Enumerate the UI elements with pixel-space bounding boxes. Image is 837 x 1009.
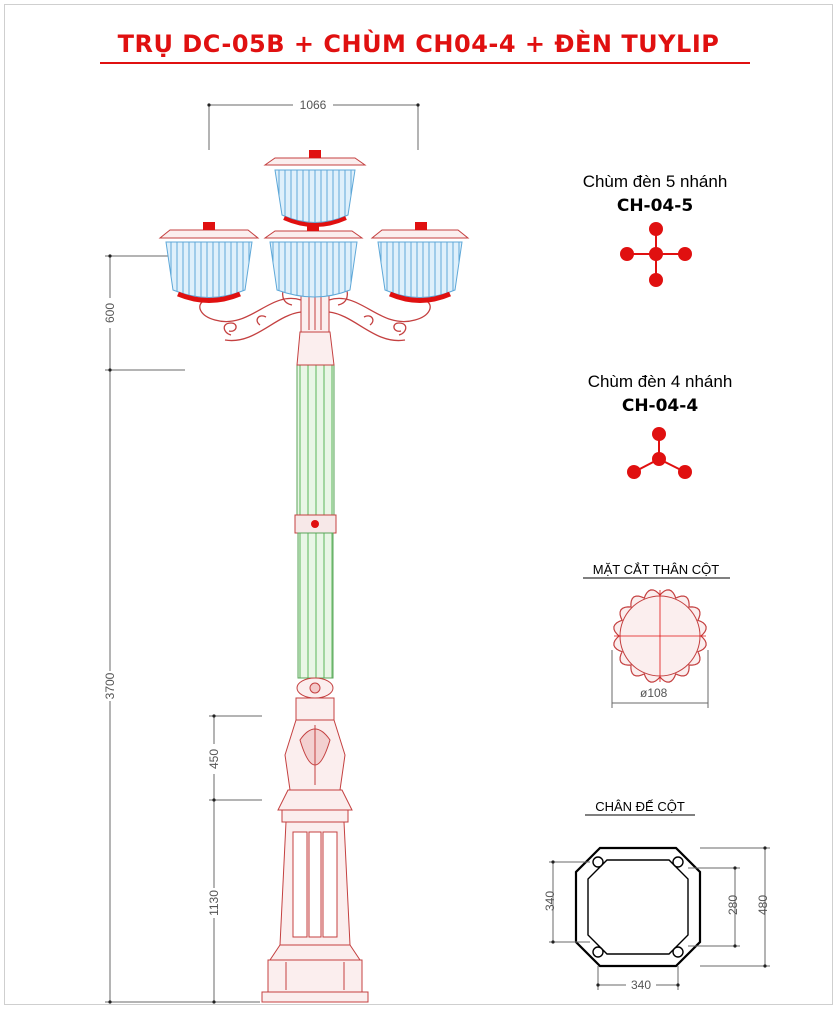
variant-4-code: CH-04-4 (621, 396, 699, 416)
base-dim-bottom: 340 (626, 978, 656, 992)
pole-base (261, 789, 369, 1003)
chandelier-arms (199, 284, 431, 342)
base-dim-outer: 480 (756, 894, 770, 916)
lamp-left (158, 222, 260, 303)
dimension-ticks (108, 103, 420, 1004)
shaft-section-drawing (611, 589, 709, 708)
base-dim-inner: 280 (726, 894, 740, 916)
shaft-section-title: MẶT CẮT THÂN CỘT (592, 562, 720, 577)
dim-top-width: 1066 (293, 98, 333, 112)
base-plate-drawing (549, 846, 770, 990)
variant-5-code: CH-04-5 (616, 196, 694, 216)
lamp-center (263, 223, 364, 298)
ch-04-5-icon (620, 222, 692, 287)
pole-collar (284, 677, 346, 791)
drawing-frame (4, 4, 833, 1005)
base-section-title: CHÂN ĐẾ CỘT (595, 799, 685, 814)
variant-4-label: Chùm đèn 4 nhánh (587, 372, 733, 391)
variant-5-label: Chùm đèn 5 nhánh (582, 172, 728, 191)
drawing-title: TRỤ DC-05B + CHÙM CH04-4 + ĐÈN TUYLIP (117, 30, 720, 58)
shaft-diameter-label: ø108 (640, 686, 668, 700)
lamp-right (370, 222, 470, 303)
dim-base-height: 1130 (207, 888, 221, 918)
lamp-top (263, 150, 367, 227)
dim-total-height: 3700 (103, 671, 117, 701)
dim-head-height: 600 (103, 298, 117, 328)
pole-shaft (294, 364, 337, 679)
dimension-lines (105, 104, 419, 1003)
dim-collar-height: 450 (207, 744, 221, 774)
title-underline (100, 62, 750, 64)
ch-04-4-icon (627, 427, 692, 479)
base-dim-left: 340 (543, 890, 557, 912)
